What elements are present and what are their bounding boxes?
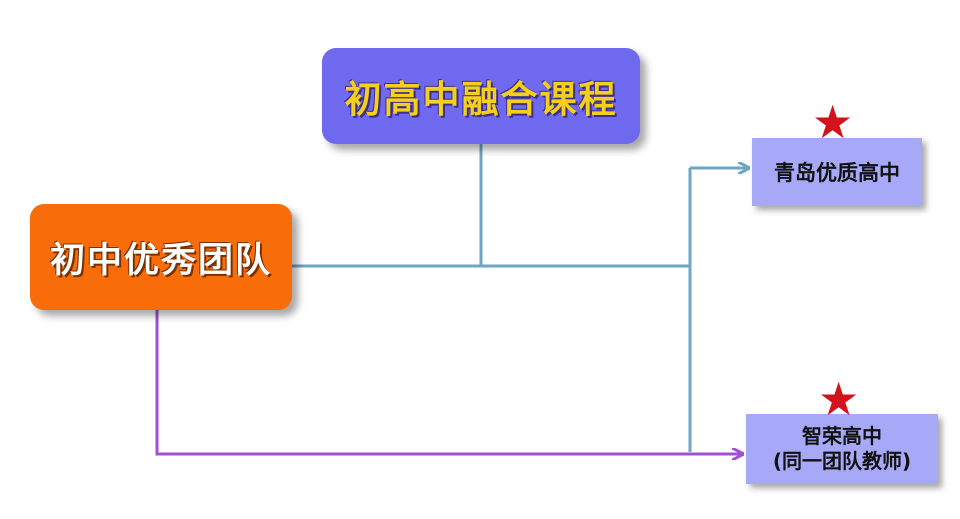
zhirong-node: 智荣高中 (同一团队教师) [746, 414, 938, 484]
star-icon: ★ [812, 95, 854, 149]
qingdao-node: 青岛优质高中 [752, 138, 922, 206]
qingdao-label: 青岛优质高中 [774, 161, 900, 185]
purple-path-to-zhirong [155, 310, 742, 454]
course-label: 初高中融合课程 [344, 78, 618, 121]
star-icon: ★ [818, 372, 860, 426]
team-label: 初中优秀团队 [49, 240, 272, 281]
team-node: 初中优秀团队 [30, 204, 292, 310]
zhirong-label-line1: 智荣高中 [802, 424, 882, 448]
zhirong-label-line2: (同一团队教师) [772, 449, 912, 473]
course-node: 初高中融合课程 [322, 48, 640, 144]
